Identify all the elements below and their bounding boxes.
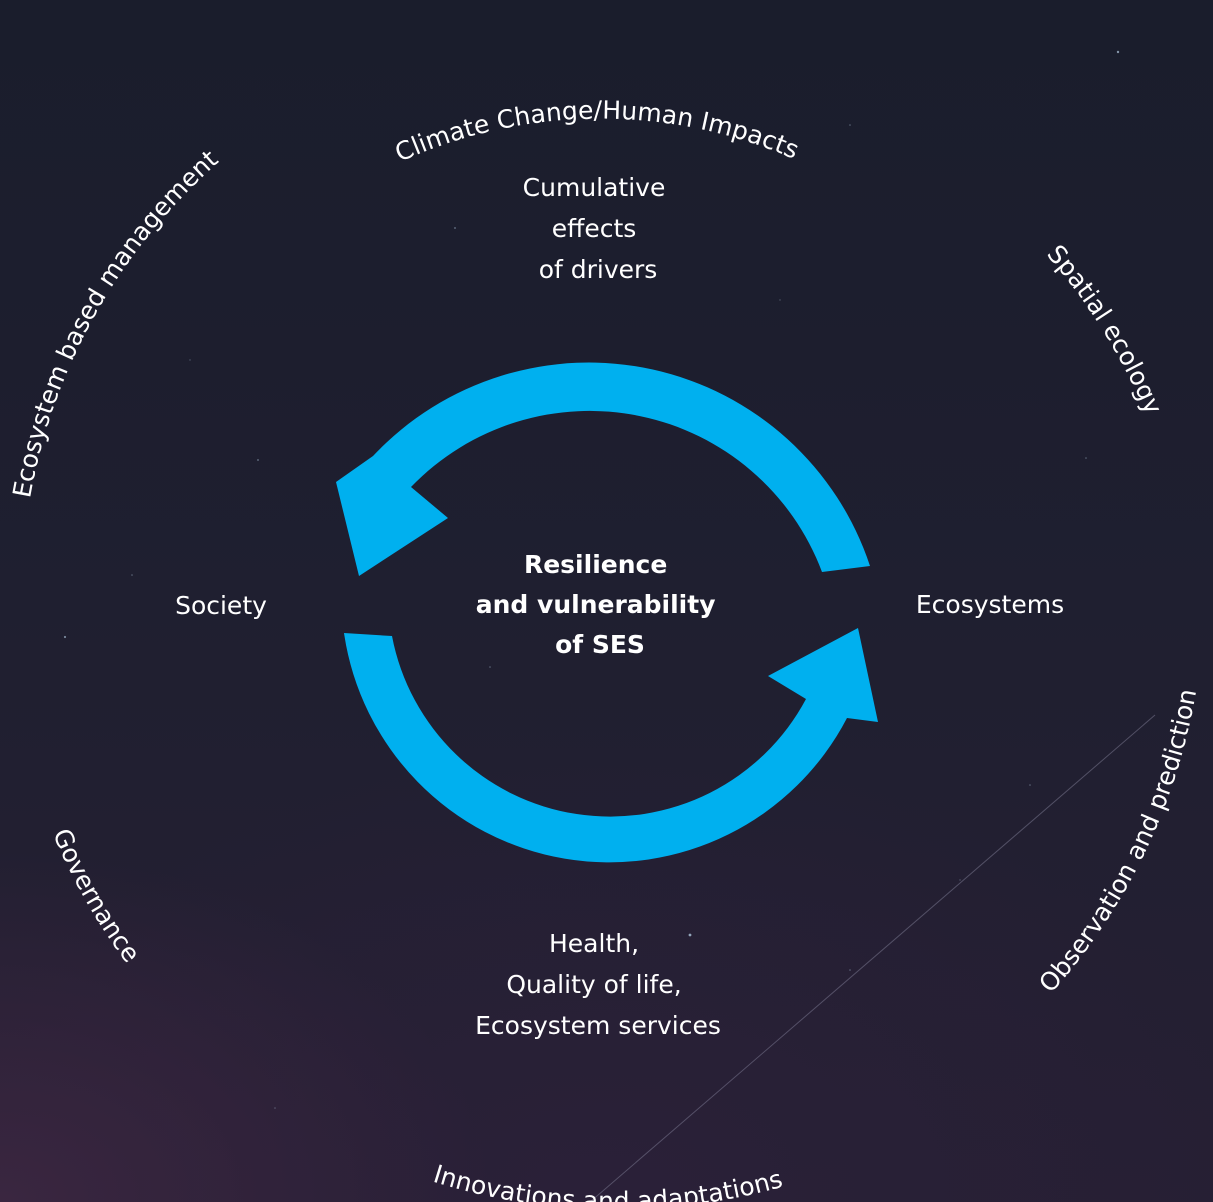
lower-cycle-arrow (344, 628, 878, 863)
node-ecosystems: Ecosystems (916, 590, 1064, 619)
outer-label-spatial-ecology: Spatial ecology (1042, 239, 1169, 418)
upper-cycle-arrow (336, 362, 870, 576)
outer-label-governance: Governance (47, 824, 146, 967)
satellite-trail (589, 714, 1156, 1202)
node-society: Society (175, 591, 267, 620)
center-title: Resilience and vulnerability of SES (476, 550, 724, 659)
outer-label-innovations: Innovations and adaptations (430, 1159, 785, 1202)
outer-label-climate: Climate Change/Human Impacts (391, 96, 804, 168)
outer-label-ecosystem-management: Ecosystem based management (7, 144, 223, 500)
node-cumulative-effects: Cumulative effects of drivers (523, 173, 674, 284)
starfield (63, 50, 1120, 1109)
cycle-arrows (336, 362, 878, 863)
node-health-services: Health, Quality of life, Ecosystem servi… (475, 929, 721, 1040)
outer-label-observation: Observation and prediction (1033, 687, 1202, 998)
